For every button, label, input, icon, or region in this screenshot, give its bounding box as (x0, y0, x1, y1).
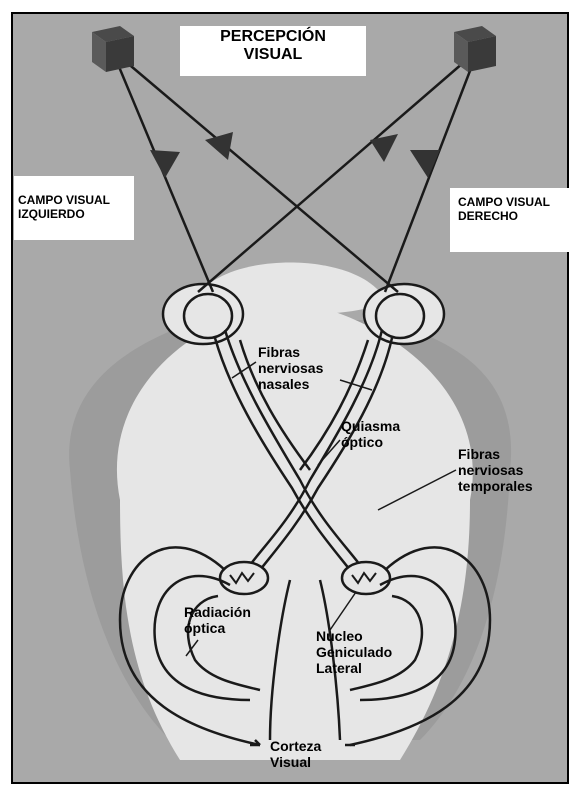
right-object-cube-icon (454, 26, 496, 72)
left-lgn (220, 562, 268, 594)
temporal-fibers-line-1: Fibras (458, 446, 533, 462)
optic-chiasm-label: Quiasma óptico (341, 418, 400, 450)
temporal-fibers-label: Fibras nerviosas temporales (458, 446, 533, 494)
visual-cortex-line-2: Visual (270, 754, 321, 770)
temporal-fibers-line-2: nerviosas (458, 462, 533, 478)
lateral-geniculate-line-3: Lateral (316, 660, 392, 676)
nasal-fibers-line-3: nasales (258, 376, 323, 392)
left-visual-field-line-1: CAMPO VISUAL (18, 194, 134, 208)
nasal-fibers-line-2: nerviosas (258, 360, 323, 376)
right-eye (364, 284, 444, 344)
arrow-left-2 (205, 132, 233, 160)
arrow-left-1 (150, 150, 180, 178)
right-visual-field-label: CAMPO VISUAL DERECHO (450, 188, 578, 252)
left-eye (163, 284, 243, 344)
optic-radiation-line-2: óptica (184, 620, 251, 636)
visual-cortex-line-1: Corteza (270, 738, 321, 754)
temporal-fibers-line-3: temporales (458, 478, 533, 494)
lateral-geniculate-label: Nucleo Geniculado Lateral (316, 628, 392, 676)
left-visual-field-label: CAMPO VISUAL IZQUIERDO (14, 176, 134, 240)
right-lgn (342, 562, 390, 594)
lateral-geniculate-line-1: Nucleo (316, 628, 392, 644)
right-visual-field-line-1: CAMPO VISUAL (458, 196, 578, 210)
right-visual-field-line-2: DERECHO (458, 210, 578, 224)
optic-radiation-label: Radiación óptica (184, 604, 251, 636)
visual-cortex-label: Corteza Visual (270, 738, 321, 770)
left-visual-field-line-2: IZQUIERDO (18, 208, 134, 222)
title-line-1: PERCEPCIÓN (180, 28, 366, 46)
optic-chiasm-line-1: Quiasma (341, 418, 400, 434)
nasal-fibers-line-1: Fibras (258, 344, 323, 360)
optic-radiation-line-1: Radiación (184, 604, 251, 620)
title-line-2: VISUAL (180, 46, 366, 64)
diagram-title: PERCEPCIÓN VISUAL (180, 26, 366, 76)
left-object-cube-icon (92, 26, 134, 72)
optic-chiasm-line-2: óptico (341, 434, 400, 450)
ray-arrowheads (150, 132, 440, 178)
nasal-fibers-label: Fibras nerviosas nasales (258, 344, 323, 392)
lateral-geniculate-line-2: Geniculado (316, 644, 392, 660)
